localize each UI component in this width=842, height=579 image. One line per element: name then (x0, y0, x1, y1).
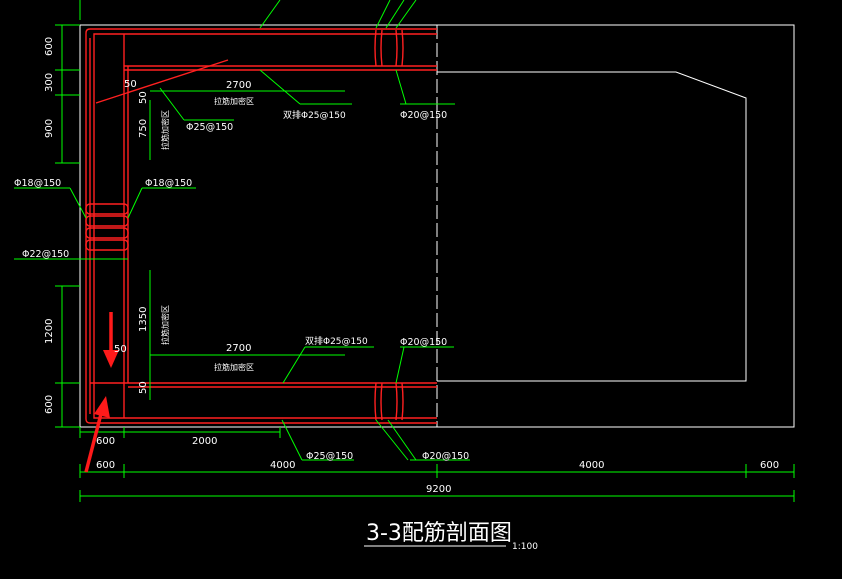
leader-line (395, 346, 405, 384)
label-vertical-top: 拉筋加密区 (160, 110, 170, 150)
dim-inner-750: 750 (138, 119, 149, 138)
drawing-title-block: 3-3配筋剖面图 1:100 (364, 521, 538, 552)
label-phi22: Φ22@150 (22, 249, 69, 260)
dim-small-50-d: 50 (138, 381, 149, 394)
leader-line (159, 87, 185, 121)
label-vertical-bottom: 拉筋加密区 (160, 305, 170, 345)
rebar-wall-stirrup-1 (85, 203, 129, 215)
dim-inner-2700-top: 2700 (226, 80, 251, 91)
leader-line (259, 69, 301, 105)
label-bottom-phi25: Φ25@150 (306, 451, 353, 462)
dim-left-900: 900 (44, 119, 55, 138)
dim-bottom-row2-4000-right: 4000 (579, 460, 604, 471)
dim-bottom-row1-2000: 2000 (192, 436, 217, 447)
rebar-outer-loop (85, 28, 437, 424)
rebar-wall-stirrup-2 (85, 215, 129, 227)
dim-small-50-a: 50 (124, 79, 137, 90)
arrow-up-head (94, 396, 110, 418)
label-bottom-under-phi20: Φ20@150 (422, 451, 469, 462)
label-top-phi25: Φ25@150 (186, 122, 233, 133)
dim-left-1200: 1200 (44, 319, 55, 344)
leader-line (395, 69, 407, 105)
section-outline (79, 24, 795, 428)
dim-inner-2700-bottom: 2700 (226, 343, 251, 354)
drawing-title: 3-3配筋剖面图 (366, 521, 512, 546)
arrow-down-head (103, 350, 119, 368)
rebar-top-junction (374, 29, 404, 67)
label-top-right-phi20: Φ20@150 (400, 110, 447, 121)
leader-line (387, 419, 417, 461)
dim-top-ext (259, 0, 281, 29)
label-left-phi18: Φ18@150 (14, 178, 61, 189)
dim-inner-1350: 1350 (138, 307, 149, 332)
dim-small-50-c: 50 (114, 344, 127, 355)
leader-line (281, 419, 303, 461)
leader-line (282, 346, 306, 384)
dimension-text: 600 300 900 1200 600 600 2000 600 4000 4… (44, 37, 779, 495)
sloped-inner-outline (437, 71, 747, 382)
dim-top-ext (385, 0, 405, 29)
label-bottom-double: 双排Φ25@150 (305, 335, 368, 347)
dim-left-600-top: 600 (44, 37, 55, 56)
dim-small-50-b: 50 (138, 91, 149, 104)
annotation-arrows (84, 312, 119, 473)
arrow-up (84, 409, 104, 473)
dimension-lines (14, 0, 795, 502)
drawing-scale: 1:100 (512, 542, 538, 552)
leader-line (69, 187, 87, 219)
rebar-haunch-diagonal (95, 59, 229, 104)
label-top-area: 拉筋加密区 (214, 96, 254, 106)
dim-bottom-row2-4000-left: 4000 (270, 460, 295, 471)
dim-left-300: 300 (44, 73, 55, 92)
rebar-group (85, 28, 437, 424)
dim-top-ext (375, 0, 391, 29)
label-right-phi18: Φ18@150 (145, 178, 192, 189)
rebar-wall-stirrup-4 (85, 239, 129, 251)
rebar-bottom-junction (374, 382, 404, 421)
rebar-wall-stirrup-3 (85, 227, 129, 239)
dim-left-600-bottom: 600 (44, 395, 55, 414)
dim-total-9200: 9200 (426, 484, 451, 495)
leader-line (375, 419, 409, 461)
dim-bottom-row1-600: 600 (96, 436, 115, 447)
rebar-label-text: 拉筋加密区 拉筋加密区 双排Φ25@150 双排Φ25@150 Φ25@150 … (14, 96, 469, 462)
leader-line (127, 187, 143, 219)
dim-bottom-row2-600-right: 600 (760, 460, 779, 471)
dim-bottom-row2-600-left: 600 (96, 460, 115, 471)
label-bottom-area: 拉筋加密区 (214, 362, 254, 372)
label-bottom-right-phi20: Φ20@150 (400, 337, 447, 348)
dim-top-ext (395, 0, 417, 29)
label-top-double: 双排Φ25@150 (283, 109, 346, 121)
